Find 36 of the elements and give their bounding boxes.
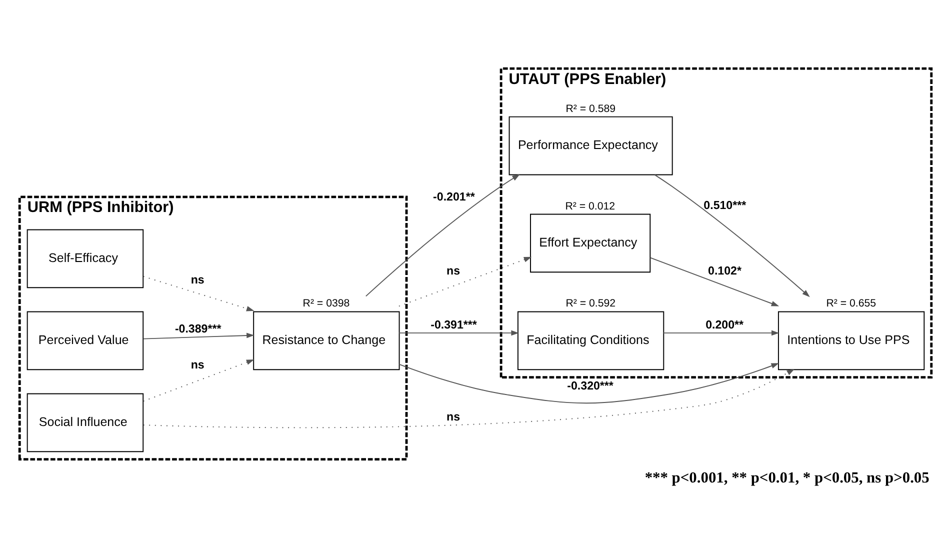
edge-label: ns — [190, 358, 204, 371]
edge-label: -0.320*** — [567, 380, 614, 392]
node-label: R² = 0.592 — [566, 297, 616, 310]
edge-label: -0.201** — [433, 190, 475, 203]
caption: *** p<0.001, ** p<0.01, * p<0.05, ns p>0.05 — [644, 468, 930, 486]
node-box: Intentions to Use PPS — [778, 310, 925, 370]
node-box: Perceived Value — [26, 310, 144, 370]
node-label: R² = 0.589 — [566, 102, 616, 114]
edge-label: 0.510*** — [704, 200, 746, 212]
arrow — [398, 362, 779, 404]
arrow — [398, 330, 519, 336]
arrow — [398, 256, 532, 306]
arrow — [650, 256, 780, 306]
arrow — [142, 275, 254, 311]
edge-label: 0.102* — [708, 265, 742, 278]
arrow — [654, 174, 810, 297]
edge-label: -0.391*** — [430, 319, 477, 332]
edge-label: -0.389*** — [174, 323, 222, 336]
node-label: R² = 0.655 — [826, 297, 876, 310]
node-box: Self-Efficacy — [26, 228, 144, 288]
node-box: Social Influence — [26, 392, 144, 452]
node-box: Facilitating Conditions — [517, 310, 664, 370]
edge-label: 0.200** — [706, 319, 744, 332]
arrow — [142, 359, 254, 402]
node-box: Resistance to Change — [253, 310, 400, 370]
node-label: R² = 0398 — [302, 297, 350, 310]
node-box: Performance Expectancy — [508, 116, 673, 175]
arrow — [142, 332, 254, 339]
arrow — [142, 368, 795, 428]
arrow — [365, 174, 520, 296]
arrow — [662, 330, 780, 336]
edge-label: ns — [446, 265, 460, 278]
edge-label: ns — [446, 410, 460, 423]
node-label: R² = 0.012 — [565, 200, 616, 212]
node-box: Effort Expectancy — [530, 213, 651, 272]
edge-label: ns — [190, 274, 204, 286]
